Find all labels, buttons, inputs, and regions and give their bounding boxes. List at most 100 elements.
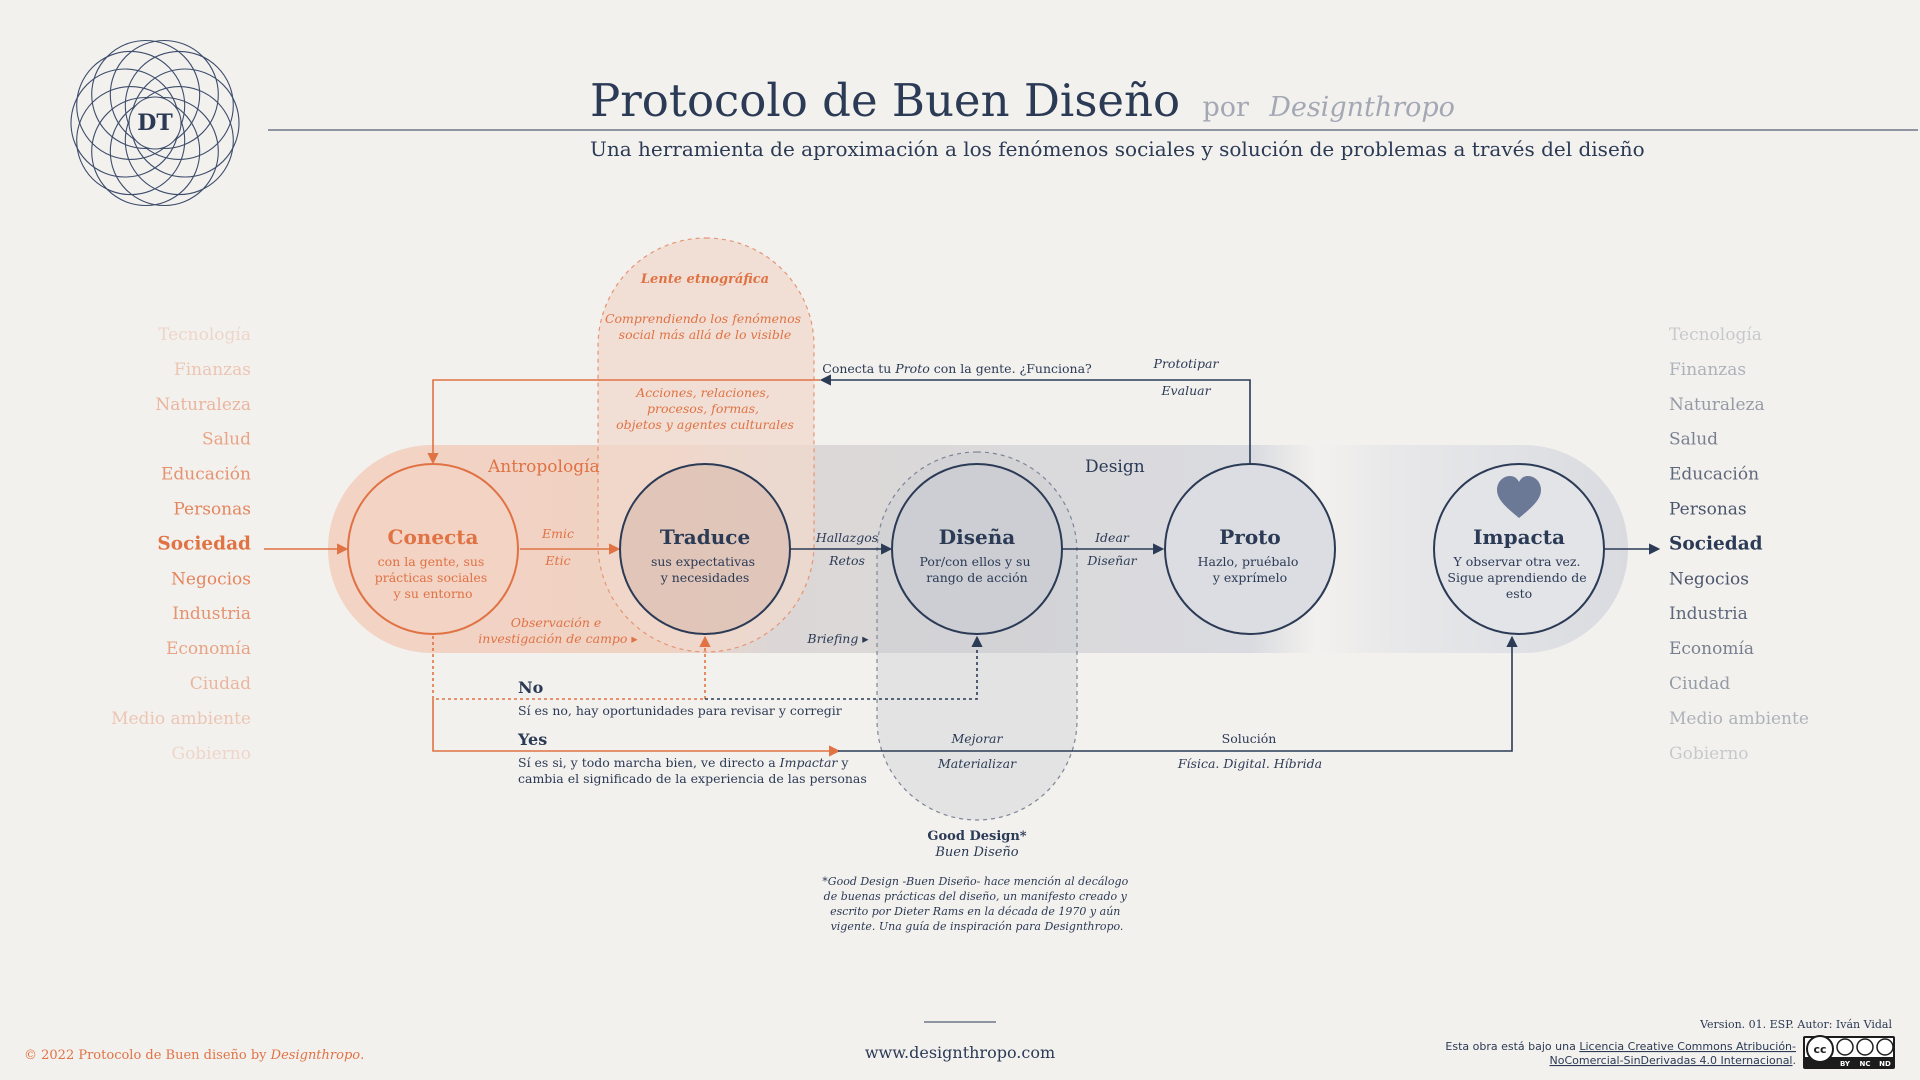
stage-proto: Proto Hazlo, pruébalo y exprímelo — [1164, 463, 1336, 635]
license-link[interactable]: Licencia Creative Commons Atribución- — [1579, 1040, 1796, 1053]
yes-text-1: Sí es si, y todo marcha bien, ve directo… — [518, 755, 849, 770]
stage-disena: Diseña Por/con ellos y su rango de acció… — [891, 463, 1063, 635]
stage-name-conecta: Conecta — [388, 525, 479, 549]
label-briefing: Briefing ▸ — [806, 631, 869, 646]
label-hallazgos: Hallazgos — [815, 530, 878, 545]
sector-right-item: Medio ambiente — [1669, 709, 1809, 729]
stage-circle-disena — [891, 463, 1063, 635]
label-retos: Retos — [828, 553, 865, 568]
stage-impacta: Impacta Y observar otra vez. Sigue apren… — [1433, 463, 1605, 635]
logo-ring — [124, 86, 234, 196]
logo-ring — [109, 39, 219, 150]
cc-icon — [1806, 1035, 1834, 1063]
sector-left-item: Economía — [166, 639, 251, 659]
yes-text-2: cambia el significado de la experiencia … — [518, 771, 867, 786]
sector-right-item: Gobierno — [1669, 744, 1749, 764]
sector-right-item: Sociedad — [1669, 533, 1763, 554]
sector-left-item: Industria — [172, 604, 251, 624]
sector-left-item: Sociedad — [157, 533, 251, 554]
cc-license-badge[interactable]: cc BY NC ND — [1803, 1035, 1895, 1069]
footer: © 2022 Protocolo de Buen diseño by Desig… — [24, 1018, 1895, 1069]
title-by-prefix: por — [1202, 92, 1249, 123]
license-link-2[interactable]: NoComercial-SinDerivadas 4.0 Internacion… — [1550, 1054, 1793, 1067]
lens-title: Lente etnográfica — [640, 272, 769, 287]
page-title: Protocolo de Buen Diseño por Designthrop… — [590, 74, 1455, 127]
zone-label-design: Design — [1085, 457, 1145, 477]
label-disenar: Diseñar — [1086, 553, 1137, 568]
sector-left-item: Personas — [173, 500, 251, 520]
good-design-block: Good Design* Buen Diseño *Good Design -B… — [822, 829, 1131, 933]
label-materializar: Materializar — [937, 756, 1017, 771]
yes-branch: Yes Sí es si, y todo marcha bien, ve dir… — [517, 730, 867, 786]
sector-right-item: Educación — [1669, 465, 1759, 485]
label-evaluar: Evaluar — [1160, 383, 1211, 398]
arrow-no-to-disena — [705, 635, 983, 700]
cc-icon-text: cc — [1813, 1043, 1826, 1056]
stage-name-disena: Diseña — [939, 525, 1015, 549]
heart-icon — [1497, 476, 1541, 518]
sector-right-item: Salud — [1669, 430, 1718, 450]
nd-icon — [1876, 1038, 1894, 1056]
logo-ornament — [70, 39, 240, 207]
by-label: BY — [1840, 1060, 1851, 1068]
stage-desc-conecta: con la gente, sus prácticas sociales y s… — [375, 554, 491, 601]
footer-website[interactable]: www.designthropo.com — [865, 1043, 1055, 1062]
lens-text-2: Acciones, relaciones, procesos, formas, … — [616, 385, 794, 432]
stage-desc-proto: Hazlo, pruébalo y exprímelo — [1198, 554, 1303, 585]
label-observacion: Observación e investigación de campo ▸ — [478, 615, 638, 646]
sector-right-item: Industria — [1669, 604, 1748, 624]
sector-list-left: TecnologíaFinanzasNaturalezaSaludEducaci… — [111, 325, 251, 764]
sector-right-item: Personas — [1669, 500, 1747, 520]
logo-ring — [91, 39, 201, 150]
label-fisica-digital-hibrida: Física. Digital. Híbrida — [1177, 756, 1322, 771]
zone-label-anthropology: Antropología — [487, 457, 600, 477]
yes-label: Yes — [517, 730, 547, 749]
connector-labels: Emic Etic Hallazgos Retos Idear Diseñar … — [478, 356, 1322, 771]
title-main: Protocolo de Buen Diseño — [590, 74, 1180, 127]
sector-left-item: Salud — [202, 430, 251, 450]
label-idear: Idear — [1094, 530, 1130, 545]
by-icon — [1836, 1038, 1854, 1056]
header: Protocolo de Buen Diseño por Designthrop… — [268, 74, 1918, 161]
logo-ring — [76, 86, 186, 196]
footer-license-line-2: NoComercial-SinDerivadas 4.0 Internacion… — [1550, 1054, 1796, 1067]
page-subtitle: Una herramienta de aproximación a los fe… — [590, 137, 1645, 161]
stage-circle-impacta — [1433, 463, 1605, 635]
label-emic: Emic — [541, 526, 574, 541]
sector-right-item: Economía — [1669, 639, 1754, 659]
sector-left-item: Tecnología — [158, 325, 251, 345]
arrow-yes-to-impacta — [838, 635, 1518, 752]
nc-icon — [1856, 1038, 1874, 1056]
footer-copyright: © 2022 Protocolo de Buen diseño by Desig… — [24, 1048, 364, 1063]
good-design-title: Good Design* — [927, 829, 1026, 844]
sector-list-right: TecnologíaFinanzasNaturalezaSaludEducaci… — [1669, 325, 1809, 764]
label-feedback: Conecta tu Proto con la gente. ¿Funciona… — [822, 361, 1092, 376]
label-etic: Etic — [544, 553, 570, 568]
logo: DT — [70, 39, 240, 207]
logo-ring — [109, 96, 219, 207]
flow-arrows — [264, 374, 1661, 757]
label-prototipar: Prototipar — [1153, 356, 1220, 371]
stage-desc-impacta: Y observar otra vez. Sigue aprendiendo d… — [1447, 554, 1590, 601]
sector-left-item: Finanzas — [174, 360, 251, 380]
stage-circle-conecta — [347, 463, 519, 635]
lens-text-1: Comprendiendo los fenómenos social más a… — [605, 311, 805, 342]
stage-desc-disena: Por/con ellos y su rango de acción — [920, 554, 1035, 585]
sector-left-item: Naturaleza — [155, 395, 251, 415]
nd-label: ND — [1879, 1060, 1891, 1068]
label-solucion: Solución — [1222, 731, 1277, 746]
no-label: No — [518, 678, 544, 697]
no-branch: No Sí es no, hay oportunidades para revi… — [518, 678, 842, 718]
sector-right-item: Ciudad — [1669, 674, 1730, 694]
logo-initials: DT — [137, 110, 173, 136]
sector-right-item: Tecnología — [1669, 325, 1762, 345]
footer-license-line-1: Esta obra está bajo una Licencia Creativ… — [1445, 1040, 1796, 1053]
sector-right-item: Finanzas — [1669, 360, 1746, 380]
good-design-note: *Good Design -Buen Diseño- hace mención … — [822, 875, 1131, 933]
sector-left-item: Ciudad — [190, 674, 251, 694]
stage-circle-proto — [1164, 463, 1336, 635]
good-design-subtitle: Buen Diseño — [934, 845, 1018, 860]
stage-name-impacta: Impacta — [1473, 525, 1565, 549]
stage-traduce: Traduce sus expectativas y necesidades — [619, 463, 791, 635]
